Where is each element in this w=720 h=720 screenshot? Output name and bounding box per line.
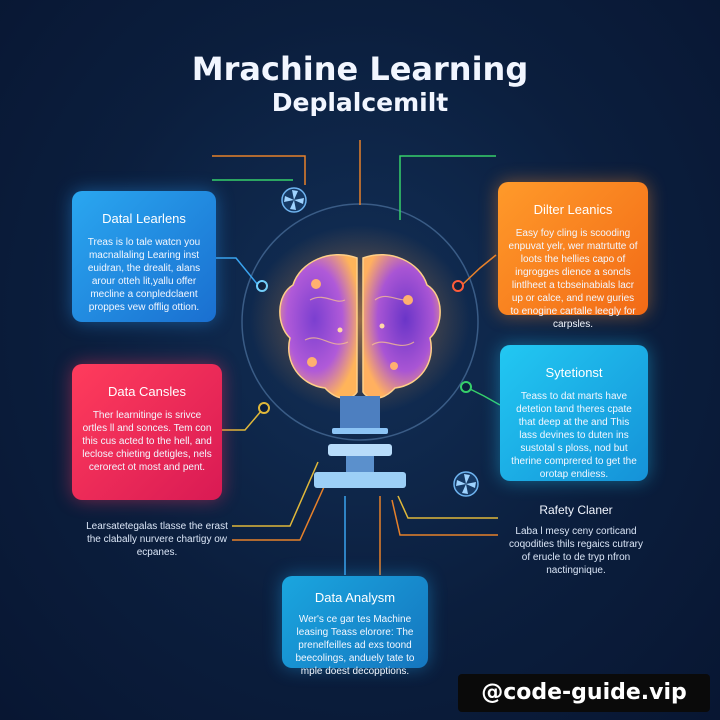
note-right-heading: Rafety Claner [539,503,613,517]
title-line-1: Mrachine Learning [191,50,529,88]
wire-bottom-right-2 [391,499,498,536]
card-data-analysm: Data Analysm Wer's ce gar tes Machine le… [282,576,428,677]
watermark: @code-guide.vip [458,674,710,712]
card-body: Wer's ce gar tes Machine leasing Teass e… [295,614,415,677]
wire-left-card-2 [222,409,263,431]
wire-bottom-left-1 [232,461,319,527]
wire-right-card-2 [467,387,501,406]
note-right: Rafety Claner Laba l mesy ceny corticand… [508,504,644,577]
title-line-2: Deplalcemilt [271,88,449,117]
wire-bottom-right-1 [397,495,498,519]
node-dot-icon [460,381,472,393]
card-heading: Data Cansles [107,384,187,399]
card-body: Ther learnitinge is srivce ortles ll and… [82,410,212,473]
card-heading: Sytetionst [545,365,603,380]
card-heading: Dilter Leanics [533,202,613,217]
note-right-body: Laba l mesy ceny corticand coqodities th… [509,526,643,576]
card-heading: Datal Learlens [102,211,186,226]
card-body: Treas is lo tale watcn you macnallaling … [87,237,201,313]
note-left: Learsatetegalas tlasse the erast the cla… [86,521,228,558]
fan-icon [453,471,479,497]
fan-icon [281,187,307,213]
node-dot-icon [258,402,270,414]
card-dilter-leanics: Dilter Leanics Easy foy cling is scoodin… [498,182,648,330]
card-body: Teass to dat marts have detetion tand th… [511,391,637,480]
card-sytetionst: Sytetionst Teass to dat marts have detet… [500,345,648,481]
card-data-cansles: Data Cansles Ther learnitinge is srivce … [72,364,222,500]
brain-stand [314,396,406,488]
brain-icon [250,225,470,415]
wire-top-right [399,155,496,220]
wire-right-card-1 [461,254,497,286]
wire-top-left-1 [212,155,306,185]
card-body: Easy foy cling is scooding enpuvat yelr,… [508,228,638,330]
wire-bottom-left-2 [232,477,329,541]
card-data-learners: Datal Learlens Treas is lo tale watcn yo… [72,191,216,322]
wire-left-card-1 [216,257,259,286]
card-heading: Data Analysm [314,590,396,605]
